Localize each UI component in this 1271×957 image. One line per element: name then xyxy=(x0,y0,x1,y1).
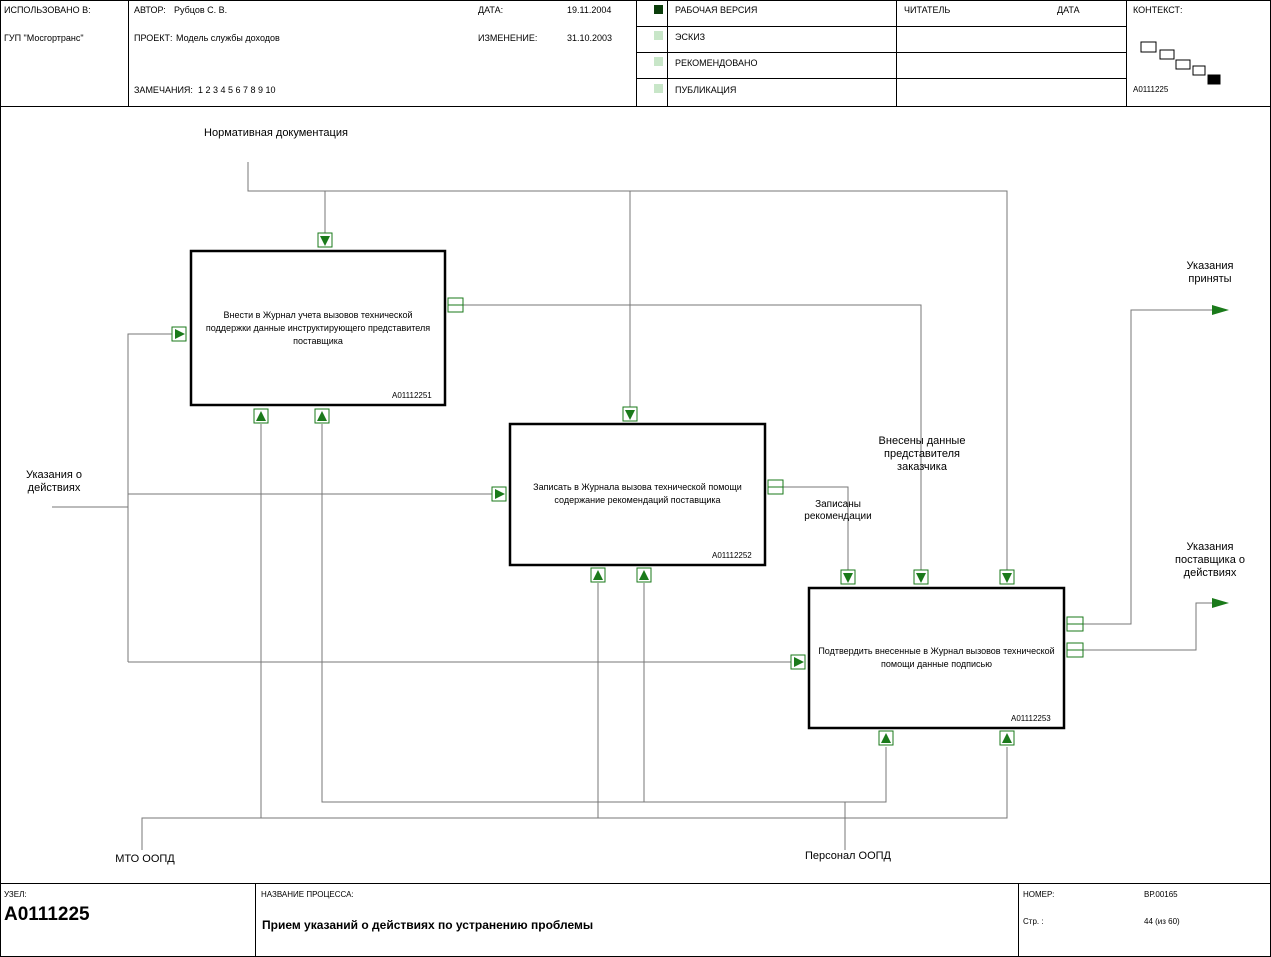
label-instructions-in: Указания о действиях xyxy=(25,469,83,494)
entered-line xyxy=(463,304,922,570)
connector-lines xyxy=(52,162,1220,850)
marker-input-block3 xyxy=(790,654,806,670)
number-value: ВР.00165 xyxy=(1144,890,1178,899)
node-label: УЗЕЛ: xyxy=(4,890,27,899)
connector-markers xyxy=(171,232,1015,746)
process-label: НАЗВАНИЕ ПРОЦЕССА: xyxy=(261,890,354,899)
project-label: ПРОЕКТ: xyxy=(134,33,173,43)
normative-line xyxy=(247,162,1008,570)
marker-input-block1 xyxy=(171,326,187,342)
supplier-arrowhead xyxy=(1212,598,1229,608)
project: Модель службы доходов xyxy=(176,33,280,43)
revision-label: ИЗМЕНЕНИЕ: xyxy=(478,33,538,43)
number-label: НОМЕР: xyxy=(1023,890,1055,899)
block-1-title: Внести в Журнал учета вызовов техническо… xyxy=(205,310,431,346)
header-divider xyxy=(0,106,1270,107)
author-label: АВТОР: xyxy=(134,5,166,15)
marker-mech-block3-b xyxy=(999,730,1015,746)
marker-control-block1 xyxy=(317,232,333,248)
date: 19.11.2004 xyxy=(567,5,612,15)
label-mto: МТО ООПД xyxy=(115,853,175,865)
block-2-title: Записать в Журнала вызова технической по… xyxy=(533,482,742,505)
label-recorded: Записаны рекомендации xyxy=(804,499,872,522)
marker-control-block3-c xyxy=(999,569,1015,585)
status-marker-working xyxy=(654,5,663,14)
block-3[interactable] xyxy=(807,586,1066,730)
block-2[interactable] xyxy=(508,422,767,567)
marker-control-block2 xyxy=(622,406,638,422)
marker-mech-block2-a xyxy=(590,567,606,583)
marker-control-block3-a xyxy=(840,569,856,585)
marker-mech-block1-a xyxy=(253,408,269,424)
status-publication: ПУБЛИКАЦИЯ xyxy=(675,85,737,95)
block-3-id: A01112253 xyxy=(1011,714,1051,723)
page-label: Стр. : xyxy=(1023,917,1044,926)
remarks-label: ЗАМЕЧАНИЯ: xyxy=(134,85,193,95)
marker-mech-block3-a xyxy=(878,730,894,746)
mto-line xyxy=(141,747,1008,850)
supplier-instructions-line xyxy=(1083,602,1220,651)
marker-mech-block1-b xyxy=(314,408,330,424)
reader-label: ЧИТАТЕЛЬ xyxy=(904,5,951,15)
label-normative: Нормативная документация xyxy=(204,127,348,139)
accepted-arrowhead xyxy=(1212,305,1229,315)
marker-input-block2 xyxy=(491,486,507,502)
recorded-line xyxy=(783,486,849,570)
block-1[interactable] xyxy=(189,249,447,407)
accepted-line xyxy=(1083,309,1220,625)
label-personnel: Персонал ООПД xyxy=(804,850,892,862)
status-marker-recommended xyxy=(654,57,663,66)
node-value: A0111225 xyxy=(4,904,90,925)
status-draft: ЭСКИЗ xyxy=(675,32,706,42)
block-3-title: Подтвердить внесенные в Журнал вызовов т… xyxy=(818,646,1055,669)
block-2-id: A01112252 xyxy=(712,551,752,560)
context-map-icon xyxy=(1140,41,1221,85)
label-accepted: Указания приняты xyxy=(1186,260,1234,285)
author: Рубцов С. В. xyxy=(174,5,228,15)
status-marker-draft xyxy=(654,31,663,40)
revision-date: 31.10.2003 xyxy=(567,33,613,43)
date-label: ДАТА: xyxy=(478,5,504,15)
status-working: РАБОЧАЯ ВЕРСИЯ xyxy=(675,5,758,15)
status-marker-publication xyxy=(654,84,663,93)
remarks: 1 2 3 4 5 6 7 8 9 10 xyxy=(198,85,276,95)
personnel-line xyxy=(321,424,887,803)
label-supplier-instructions: Указания поставщика о действиях xyxy=(1175,541,1245,579)
label-entered: Внесены данные представителя заказчика xyxy=(878,435,966,473)
page-value: 44 (из 60) xyxy=(1144,917,1180,926)
organization: ГУП "Мосгортранс" xyxy=(4,33,84,43)
block-1-id: A01112251 xyxy=(392,391,432,400)
context-label: КОНТЕКСТ: xyxy=(1133,5,1183,15)
context-node: A0111225 xyxy=(1133,85,1169,94)
instructions-to-block1 xyxy=(127,333,172,662)
used-in-label: ИСПОЛЬЗОВАНО В: xyxy=(4,5,91,15)
footer-divider xyxy=(0,883,1270,884)
reader-date-label: ДАТА xyxy=(1057,5,1080,15)
status-recommended: РЕКОМЕНДОВАНО xyxy=(675,58,758,68)
process-name: Прием указаний о действиях по устранению… xyxy=(262,918,594,932)
output-tunnels xyxy=(447,297,1084,658)
marker-control-block3-b xyxy=(913,569,929,585)
marker-mech-block2-b xyxy=(636,567,652,583)
